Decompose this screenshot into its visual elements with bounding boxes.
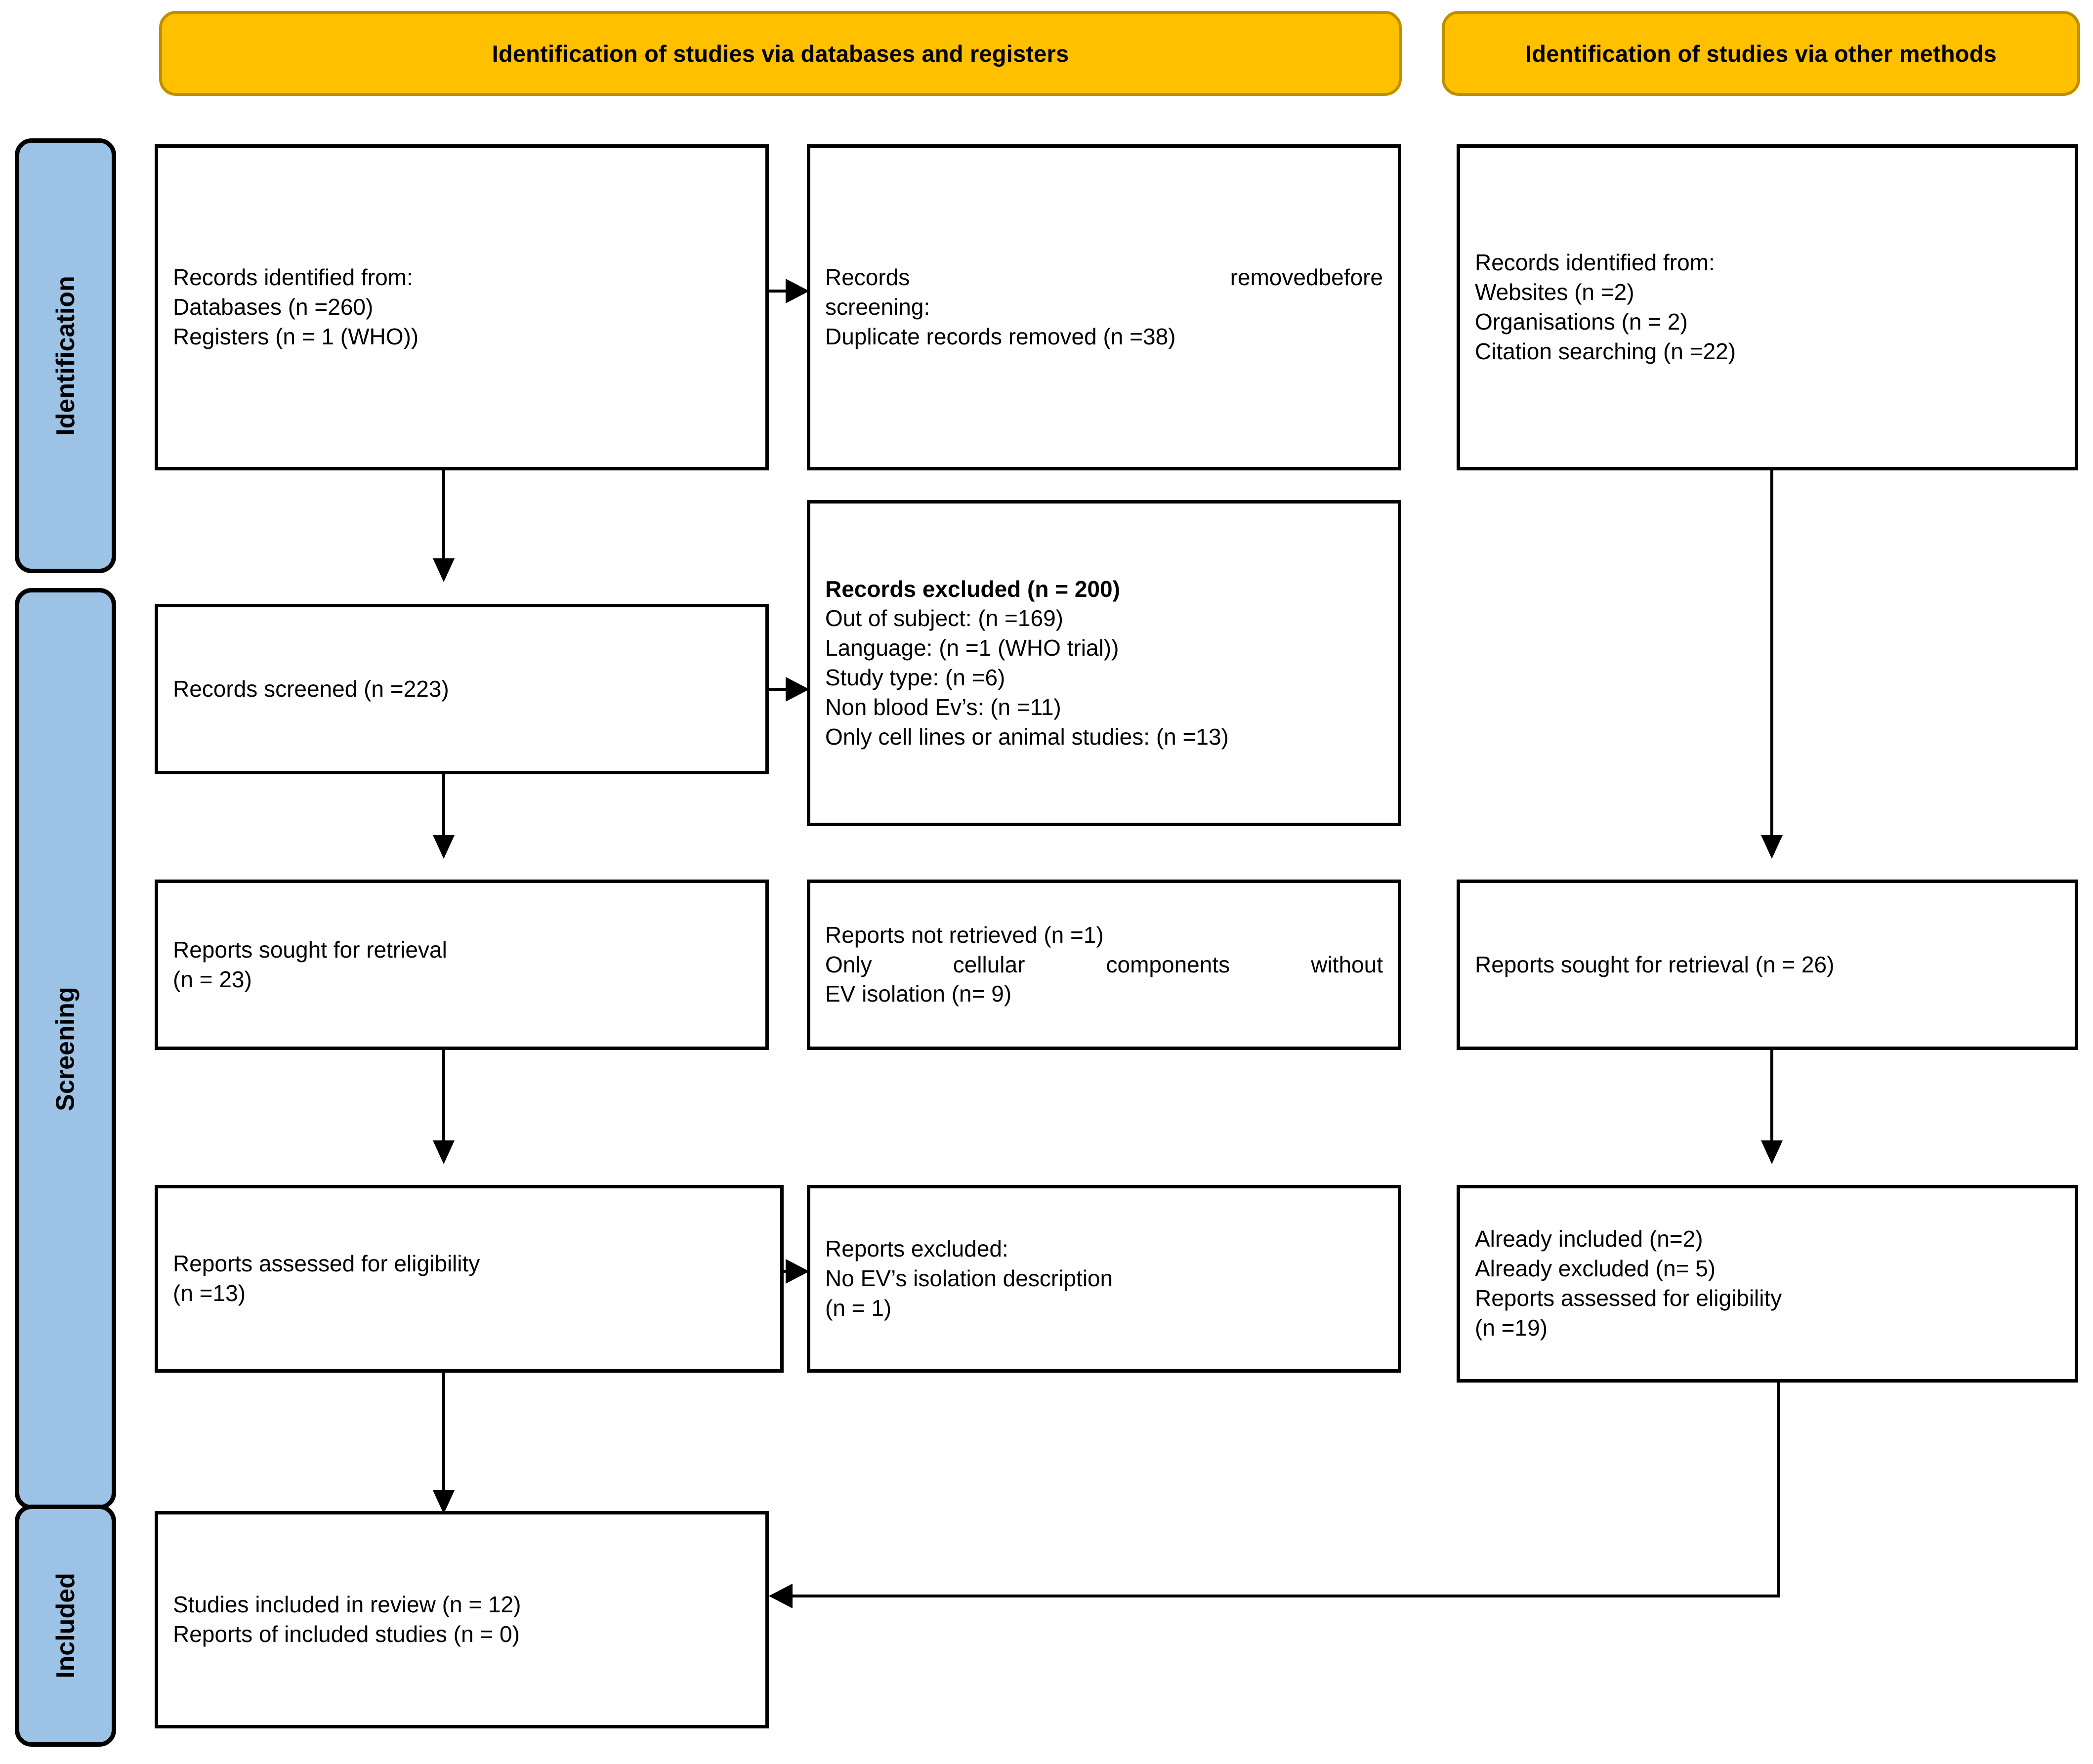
stage-label-screening: Screening <box>15 588 116 1510</box>
records-removed-line-3: Duplicate records removed (n =38) <box>825 323 1176 349</box>
arrow-other-identified-to-sought <box>1761 835 1783 859</box>
reports-excluded-line-2: No EV’s isolation description <box>825 1265 1113 1292</box>
connector-identified-to-removed <box>769 290 789 293</box>
stage-label-identification: Identification <box>15 138 116 573</box>
other-assessed-line-3: Reports assessed for eligibility <box>1475 1285 1782 1311</box>
records-excluded-line-2: Language: (n =1 (WHO trial)) <box>825 635 1119 661</box>
records-removed-line-1: Records removedbefore <box>825 263 1383 293</box>
arrow-other-assessed-to-included <box>769 1584 793 1608</box>
other-identified-line-2: Websites (n =2) <box>1475 279 1634 305</box>
records-excluded-line-3: Study type: (n =6) <box>825 665 1005 690</box>
connector-sought-to-assessed <box>442 1050 445 1144</box>
studies-included-line-2: Reports of included studies (n = 0) <box>173 1621 520 1647</box>
arrow-screened-to-excluded <box>786 677 809 702</box>
records-excluded-line-5: Only cell lines or animal studies: (n =1… <box>825 723 1229 750</box>
arrow-assessed-to-included <box>433 1490 455 1514</box>
box-reports-assessed-eligibility: Reports assessed for eligibility (n =13) <box>155 1185 784 1373</box>
box-other-reports-assessed: Already included (n=2) Already excluded … <box>1457 1185 2078 1383</box>
box-records-excluded: Records excluded (n = 200) Out of subjec… <box>807 500 1401 826</box>
banner-other-methods: Identification of studies via other meth… <box>1442 11 2080 96</box>
connector-sought-right-to-assessed <box>1770 1050 1773 1144</box>
connector-screened-to-excluded <box>769 688 789 691</box>
reports-not-retrieved-line-3: EV isolation (n= 9) <box>825 981 1012 1007</box>
other-assessed-line-2: Already excluded (n= 5) <box>1475 1256 1716 1282</box>
arrow-sought-right-to-assessed <box>1761 1140 1783 1164</box>
records-excluded-line-4: Non blood Ev’s: (n =11) <box>825 694 1061 720</box>
reports-sought-left-line-2: (n = 23) <box>173 966 252 992</box>
connector-identified-to-screened <box>442 470 445 562</box>
connector-assessed-to-included <box>442 1373 445 1494</box>
records-removed-line-1a: Records removed <box>825 264 1319 291</box>
arrow-screened-to-sought <box>433 835 455 859</box>
stage-label-identification-text: Identification <box>51 276 80 436</box>
records-screened-line-1: Records screened (n =223) <box>173 675 449 702</box>
other-identified-line-1: Records identified from: <box>1475 250 1715 276</box>
records-identified-line-2: Databases (n =260) <box>173 294 374 320</box>
reports-assessed-left-line-1: Reports assessed for eligibility <box>173 1251 480 1277</box>
records-removed-line-1b: before <box>1318 264 1383 291</box>
records-identified-line-1: Records identified from: <box>173 264 413 291</box>
box-records-removed: Records removedbefore screening: Duplica… <box>807 144 1401 470</box>
connector-other-identified-to-sought <box>1770 470 1773 839</box>
stage-label-screening-text: Screening <box>51 986 80 1111</box>
stage-label-included: Included <box>15 1505 116 1747</box>
banner-databases-registers: Identification of studies via databases … <box>159 11 1402 96</box>
other-assessed-line-1: Already included (n=2) <box>1475 1226 1703 1252</box>
records-excluded-title: Records excluded (n = 200) <box>825 576 1120 602</box>
reports-sought-left-line-1: Reports sought for retrieval <box>173 936 447 963</box>
records-identified-line-3: Registers (n = 1 (WHO)) <box>173 323 419 349</box>
records-excluded-line-1: Out of subject: (n =169) <box>825 605 1063 631</box>
box-records-screened: Records screened (n =223) <box>155 604 769 774</box>
box-reports-excluded: Reports excluded: No EV’s isolation desc… <box>807 1185 1401 1373</box>
box-records-identified: Records identified from: Databases (n =2… <box>155 144 769 470</box>
records-removed-line-2a: screening <box>825 294 924 320</box>
reports-excluded-line-3: (n = 1) <box>825 1295 892 1321</box>
other-identified-line-4: Citation searching (n =22) <box>1475 338 1736 364</box>
arrow-identified-to-screened <box>433 558 455 582</box>
banner-other-methods-label: Identification of studies via other meth… <box>1525 40 1997 67</box>
reports-sought-right-line-1: Reports sought for retrieval (n = 26) <box>1475 951 1835 977</box>
connector-screened-to-sought <box>442 774 445 839</box>
records-removed-line-2b: : <box>923 294 930 320</box>
records-removed-line-2: screening: <box>825 293 1383 322</box>
connector-other-assessed-elbow-horizontal <box>791 1595 1780 1597</box>
box-reports-sought-retrieval: Reports sought for retrieval (n = 23) <box>155 880 769 1050</box>
other-assessed-line-4: (n =19) <box>1475 1314 1548 1341</box>
box-reports-not-retrieved: Reports not retrieved (n =1) Only cellul… <box>807 880 1401 1050</box>
arrow-assessed-to-excluded <box>786 1259 809 1284</box>
reports-not-retrieved-line-2: Only cellular components without <box>825 951 1383 977</box>
reports-assessed-left-line-2: (n =13) <box>173 1280 246 1306</box>
box-reports-sought-retrieval-other: Reports sought for retrieval (n = 26) <box>1457 880 2078 1050</box>
box-studies-included: Studies included in review (n = 12) Repo… <box>155 1511 769 1728</box>
banner-databases-label: Identification of studies via databases … <box>492 40 1069 67</box>
arrow-identified-to-removed <box>786 279 809 303</box>
other-identified-line-3: Organisations (n = 2) <box>1475 309 1688 335</box>
stage-label-included-text: Included <box>51 1573 80 1679</box>
studies-included-line-1: Studies included in review (n = 12) <box>173 1592 521 1618</box>
reports-excluded-line-1: Reports excluded: <box>825 1236 1008 1262</box>
arrow-sought-to-assessed <box>433 1140 455 1164</box>
box-other-records-identified: Records identified from: Websites (n =2)… <box>1457 144 2078 470</box>
reports-not-retrieved-line-1: Reports not retrieved (n =1) <box>825 922 1104 948</box>
connector-other-assessed-elbow-vertical <box>1777 1383 1780 1597</box>
